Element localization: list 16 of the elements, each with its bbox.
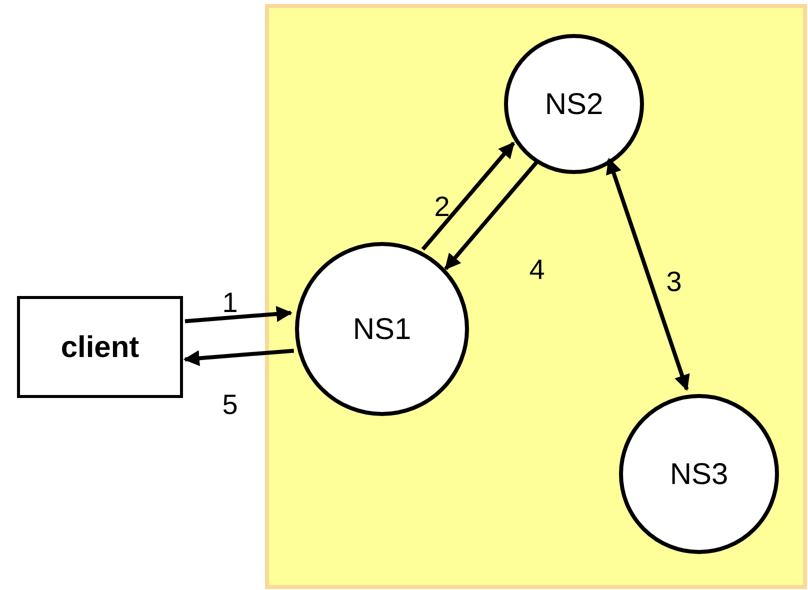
node-label: NS3	[670, 456, 728, 492]
node-label: client	[60, 330, 140, 366]
edge-label: 2	[434, 193, 450, 221]
edge-label: 5	[222, 391, 238, 419]
edge-label: 4	[529, 256, 545, 284]
node-label: NS1	[352, 312, 412, 348]
client-box	[17, 296, 183, 398]
arrow	[444, 161, 538, 270]
arrow	[184, 306, 292, 324]
arrow	[183, 348, 294, 366]
arrow	[606, 158, 690, 391]
zone-panel	[265, 4, 807, 589]
arrow	[421, 142, 516, 251]
edge-label: 1	[222, 289, 238, 317]
edge-label: 3	[666, 268, 682, 296]
node-label: NS2	[544, 86, 604, 122]
